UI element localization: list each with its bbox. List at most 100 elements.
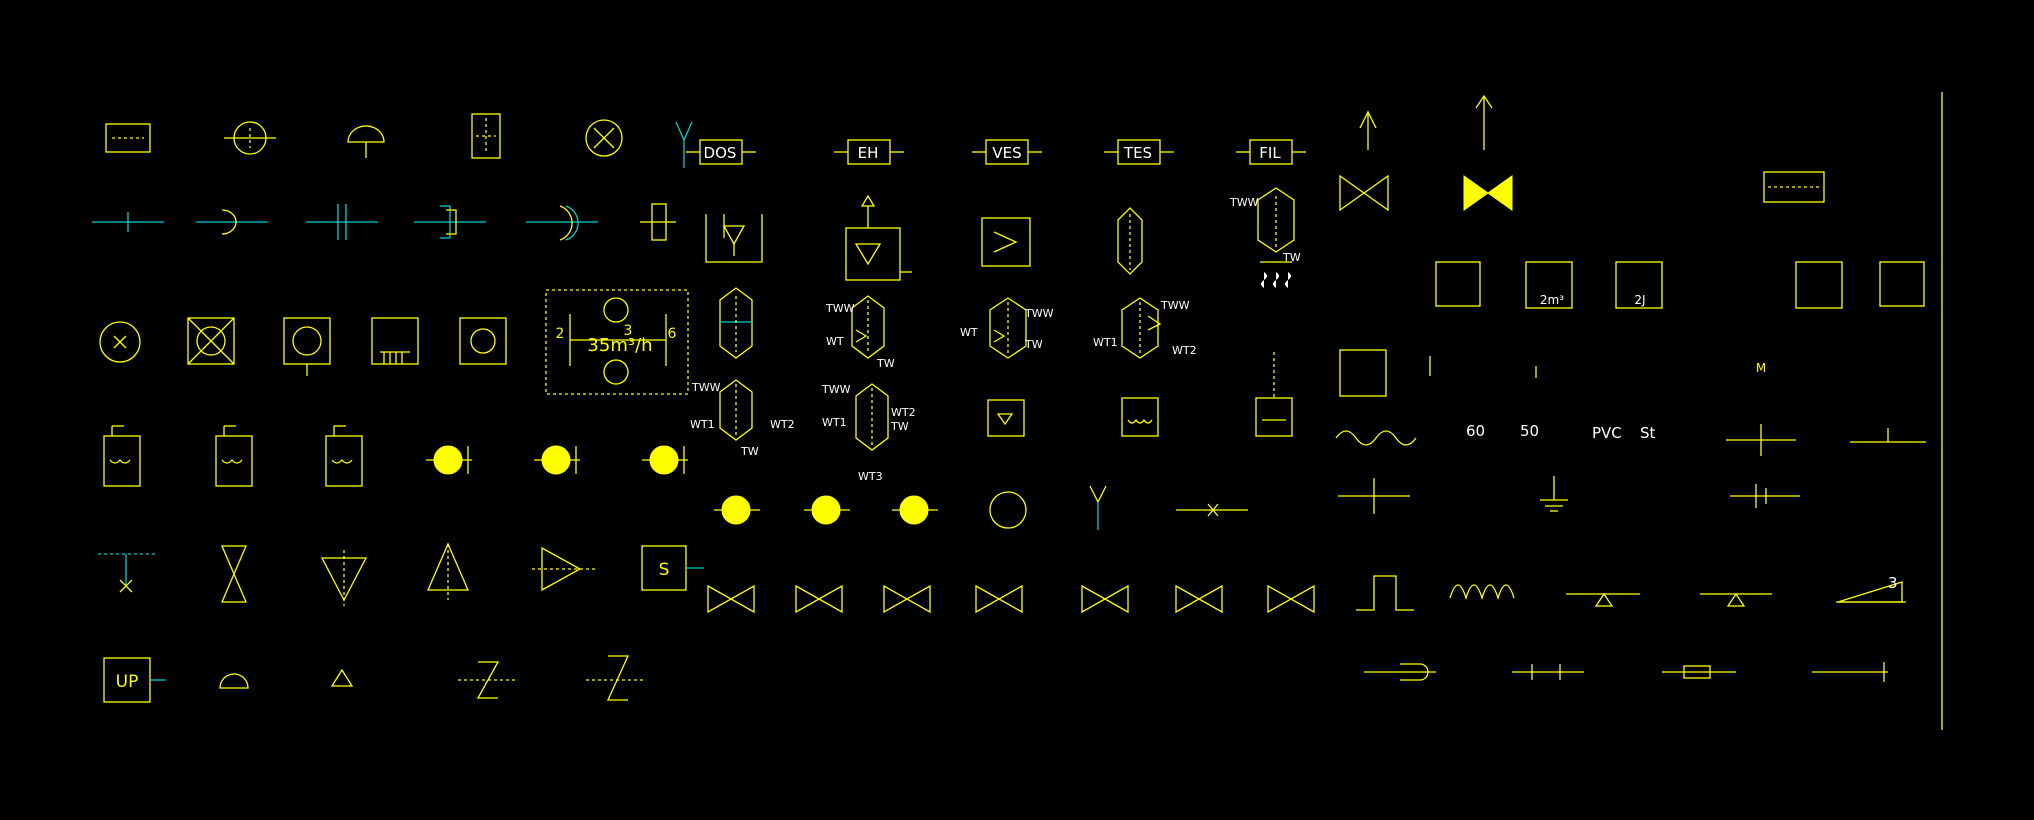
- label-eh: EH: [858, 144, 879, 162]
- right-valve-x: [1339, 174, 1389, 212]
- label-vol-a: 2m³: [1540, 293, 1564, 307]
- wavy-line: [1335, 430, 1417, 446]
- pump-skid: [545, 289, 689, 395]
- dash-tee: [98, 553, 158, 593]
- filled-disc-a: [426, 445, 472, 475]
- pipe-plain: [92, 212, 164, 232]
- tank-dos: [705, 214, 763, 263]
- vessel-row3-b: [851, 295, 885, 359]
- rotor-circle: [99, 321, 141, 363]
- label-tes: TES: [1123, 144, 1152, 162]
- valve-1: [795, 584, 843, 614]
- beam-b: [1700, 592, 1772, 607]
- right-arrow-b: [1475, 94, 1493, 150]
- label-pump-mid: 3: [624, 323, 633, 339]
- disk-box: [459, 317, 507, 365]
- flange-row7-b: [1512, 664, 1584, 680]
- label-wt-a: WT: [826, 335, 844, 348]
- right-tank-row3: [1435, 261, 1925, 309]
- label-mat-a: PVC: [1592, 424, 1622, 442]
- pipe-cap: [196, 209, 268, 235]
- line-cross: [1176, 503, 1248, 517]
- valve-0: [707, 584, 755, 614]
- valve-6: [1267, 584, 1315, 614]
- flange-row7-d: [1812, 662, 1888, 682]
- label-tww-b: TWW: [1024, 307, 1054, 320]
- cross-a: [1726, 424, 1796, 456]
- check-arrow: [532, 546, 596, 592]
- label-tw-b: TW: [1024, 338, 1043, 351]
- tank-row4-d: [1121, 397, 1159, 437]
- label-wt1-c: WT1: [1093, 336, 1118, 349]
- flange-row7-c: [1662, 665, 1736, 679]
- valve-4: [1081, 584, 1129, 614]
- x-box: [187, 317, 235, 365]
- label-tww-d: TWW: [691, 381, 721, 394]
- label-pump-left: 2: [556, 326, 565, 342]
- label-dim-b: 50: [1520, 422, 1539, 440]
- label-tww-fil: TWW: [1229, 196, 1259, 209]
- vessel-row3-a: [719, 287, 753, 359]
- tagged-box-tes: [1104, 139, 1174, 165]
- tagged-box-ves: [972, 139, 1042, 165]
- label-tw-fil: TW: [1282, 251, 1301, 264]
- tank-fil: [1257, 187, 1295, 288]
- label-up: UP: [116, 672, 139, 692]
- label-s: S: [659, 560, 670, 580]
- cross-c: [1338, 478, 1410, 514]
- vessel-row4-a: [719, 379, 753, 441]
- tagged-box-dos: [686, 139, 756, 165]
- vessel-row4-b: [855, 383, 889, 451]
- y-branch-symbol: [675, 121, 693, 168]
- label-dos: DOS: [704, 144, 737, 162]
- fan-circle-b: [989, 491, 1027, 529]
- right-box-row2: [1763, 171, 1825, 203]
- tank-row4-c: [987, 399, 1025, 437]
- label-layer: DOS EH VES TES FIL 35m³/h 2 3 6 TWW TW T…: [116, 144, 1898, 692]
- cross-b: [1850, 428, 1926, 443]
- ground-symbol: [1540, 476, 1568, 512]
- slope-wedge: [1836, 581, 1906, 603]
- flange-row7: [1364, 663, 1436, 681]
- filled-disc-c: [642, 445, 688, 475]
- y-branch-b: [1089, 485, 1107, 530]
- zigzag-b: [586, 655, 646, 701]
- row4-tank-a: [103, 425, 141, 487]
- fan-circle-symbol: [585, 119, 623, 157]
- beam-a: [1566, 592, 1640, 607]
- pipe-flange: [306, 204, 378, 240]
- battery-symbol: [1730, 484, 1800, 508]
- tank-eh: [845, 194, 912, 281]
- up-box: [103, 657, 166, 703]
- label-slope: 3: [1888, 574, 1898, 592]
- label-wt2-d: WT2: [770, 418, 795, 431]
- label-wt-b: WT: [960, 326, 978, 339]
- label-wt1-e: WT1: [822, 416, 847, 429]
- label-tw-d: TW: [740, 445, 759, 458]
- label-wt2-e: WT2: [891, 406, 916, 419]
- label-tww-e: TWW: [821, 383, 851, 396]
- label-ves: VES: [992, 144, 1021, 162]
- label-mat-b: St: [1640, 424, 1656, 442]
- vertical-box-symbol: [471, 113, 501, 159]
- row4-tank-b: [215, 425, 253, 487]
- label-tww-a: TWW: [825, 302, 855, 315]
- coil-wave: [1449, 584, 1515, 601]
- tank-row4-e: [1255, 352, 1293, 437]
- pipe-end-block: [640, 203, 676, 241]
- label-flow: 35m³/h: [587, 335, 652, 356]
- tagged-box-fil: [1236, 139, 1306, 165]
- right-valve-filled: [1463, 175, 1513, 211]
- label-pump-right: 6: [668, 326, 677, 342]
- pulse-wave: [1356, 575, 1414, 611]
- dome-symbol: [347, 125, 385, 158]
- label-tw-a: TW: [876, 357, 895, 370]
- s-box: [641, 545, 704, 591]
- support-b: [330, 668, 354, 687]
- label-tww-c: TWW: [1160, 299, 1190, 312]
- filled-disc-e: [804, 495, 850, 525]
- tank-ves: [981, 217, 1031, 267]
- triangle-up: [427, 542, 469, 600]
- label-dim-a: 60: [1466, 422, 1485, 440]
- label-wt3-e: WT3: [858, 470, 883, 483]
